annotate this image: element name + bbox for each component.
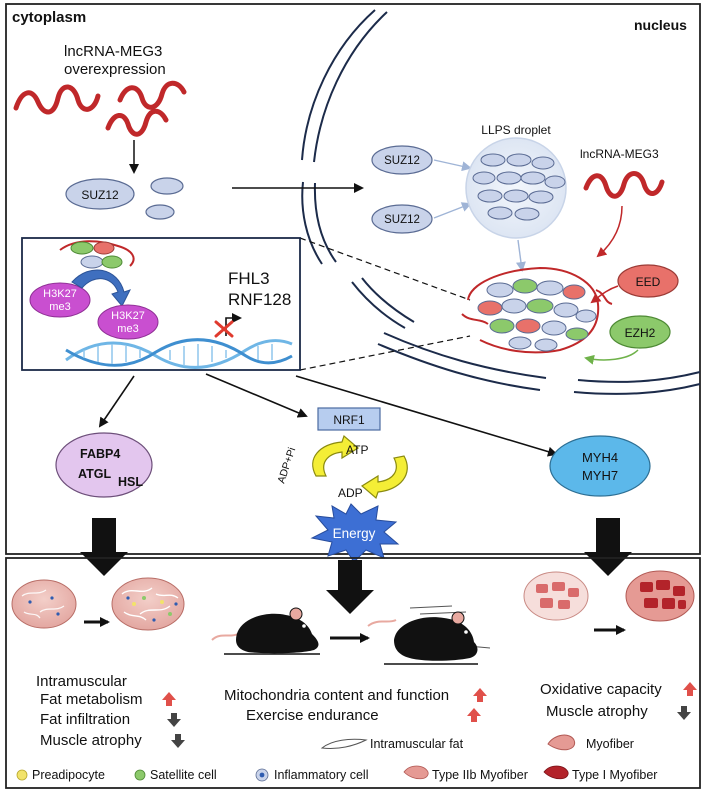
protein-blob-2 (145, 204, 175, 220)
up-arrow-fat-metabolism (162, 692, 176, 706)
fabp4-label: FABP4 (80, 447, 120, 461)
h3k27me3-mark-1 (29, 282, 91, 318)
up-arrow-mitochondria (473, 688, 487, 702)
hsl-label: HSL (118, 475, 143, 489)
outcome-middle-1: Mitochondria content and function (224, 687, 449, 704)
rnf128-label: RNF128 (228, 290, 291, 309)
inset-prc2-complex (59, 240, 135, 269)
h3k27me3-label-1b: me3 (49, 301, 70, 313)
atp-cycle (312, 434, 408, 500)
type2b-fiber-icon (403, 765, 429, 780)
lncrna-nucleus-strand (583, 171, 665, 199)
myh4-label: MYH4 (582, 450, 618, 465)
lncrna-strands (13, 80, 187, 137)
lncrna-nucleus-label: lncRNA-MEG3 (580, 147, 659, 161)
lipid-genes-ellipse (55, 432, 153, 498)
outcome-right-2: Muscle atrophy (546, 703, 648, 720)
legend-satellite: Satellite cell (150, 768, 217, 782)
legend-preadipocyte: Preadipocyte (32, 768, 105, 782)
adp-pi-label: ADP+Pi (275, 446, 298, 485)
h3k27me3-label-1a: H3K27 (43, 288, 77, 300)
transcription-blocked-icon (214, 313, 242, 338)
suz12-cytoplasm-protein (65, 178, 135, 210)
llps-droplet-label: LLPS droplet (481, 123, 551, 137)
outcome-left-4: Muscle atrophy (40, 732, 142, 749)
up-arrow-oxidative (683, 682, 697, 696)
down-arrow-fat-infiltration (167, 713, 181, 727)
energy-label: Energy (333, 526, 376, 541)
muscle-type2b (523, 571, 589, 623)
muscle-before-fat (11, 579, 77, 629)
outcome-middle-2: Exercise endurance (246, 707, 379, 724)
protein-blob-1 (150, 177, 184, 195)
down-arrow-muscle-atrophy-right (677, 706, 691, 720)
myh-genes-ellipse (549, 435, 651, 497)
satellite-cell-icon (134, 769, 146, 781)
mouse-sedentary-icon (211, 607, 320, 655)
down-arrow-muscle-atrophy-left (171, 734, 185, 748)
intramuscular-fat-icon (320, 738, 368, 749)
legend-myofiber: Myofiber (586, 737, 634, 751)
myh7-label: MYH7 (582, 468, 618, 483)
muscle-type1 (625, 570, 695, 624)
h3k27me3-mark-2 (97, 304, 159, 340)
suz12-nucleus-label-2: SUZ12 (384, 214, 420, 226)
nrf1-label: NRF1 (333, 413, 365, 427)
big-down-arrows (80, 518, 632, 614)
preadipocyte-icon (16, 769, 28, 781)
up-arrow-endurance (467, 708, 481, 722)
lncrna-overexpression-label-1: lncRNA-MEG3 (64, 43, 162, 60)
llps-droplet (465, 137, 567, 239)
ezh2-label: EZH2 (625, 326, 656, 340)
type1-fiber-icon (543, 765, 569, 780)
atp-label: ATP (346, 443, 368, 457)
outcome-right-1: Oxidative capacity (540, 681, 662, 698)
legend-type1: Type I Myofiber (572, 768, 657, 782)
dna-helix (65, 338, 293, 369)
lncrna-overexpression-label-2: overexpression (64, 61, 166, 78)
arrow-to-nrf1 (205, 373, 308, 418)
bottom-panel-border (5, 557, 701, 789)
suz12-cytoplasm-label: SUZ12 (81, 188, 119, 202)
legend: Intramuscular fat Myofiber Preadipocyte … (16, 734, 657, 782)
nrf1-box (317, 407, 381, 431)
h3k27me3-label-2a: H3K27 (111, 310, 145, 322)
suz12-nucleus-protein-1 (371, 145, 433, 175)
suz12-nucleus-protein-2 (371, 204, 433, 234)
h3k27me3-label-2b: me3 (117, 323, 138, 335)
nucleus-label: nucleus (634, 17, 687, 33)
ezh2-protein (609, 315, 671, 349)
atgl-label: ATGL (78, 467, 111, 481)
legend-inflammatory: Inflammatory cell (274, 768, 368, 782)
adp-label: ADP (338, 486, 363, 500)
eed-protein (617, 264, 679, 298)
arrow-to-myh (295, 375, 558, 457)
legend-intramuscular-fat: Intramuscular fat (370, 737, 464, 751)
arrow-to-lipid-genes (98, 375, 135, 428)
outcome-left-2: Fat metabolism (40, 691, 143, 708)
zoom-line-top (299, 237, 471, 301)
prc2-complex-nucleus (461, 266, 613, 354)
muscle-after-fat (111, 577, 185, 631)
fhl3-label: FHL3 (228, 269, 270, 288)
outcome-left-1: Intramuscular (36, 673, 127, 690)
mouse-running-icon (367, 605, 491, 665)
nuclear-envelope (301, 9, 701, 395)
suz12-nucleus-label-1: SUZ12 (384, 155, 420, 167)
legend-type2b: Type IIb Myofiber (432, 768, 528, 782)
myofiber-icon (547, 734, 576, 751)
outcome-left-3: Fat infiltration (40, 711, 130, 728)
cytoplasm-label: cytoplasm (12, 9, 86, 26)
zoom-line-bottom (299, 335, 471, 371)
eed-label: EED (636, 275, 661, 289)
